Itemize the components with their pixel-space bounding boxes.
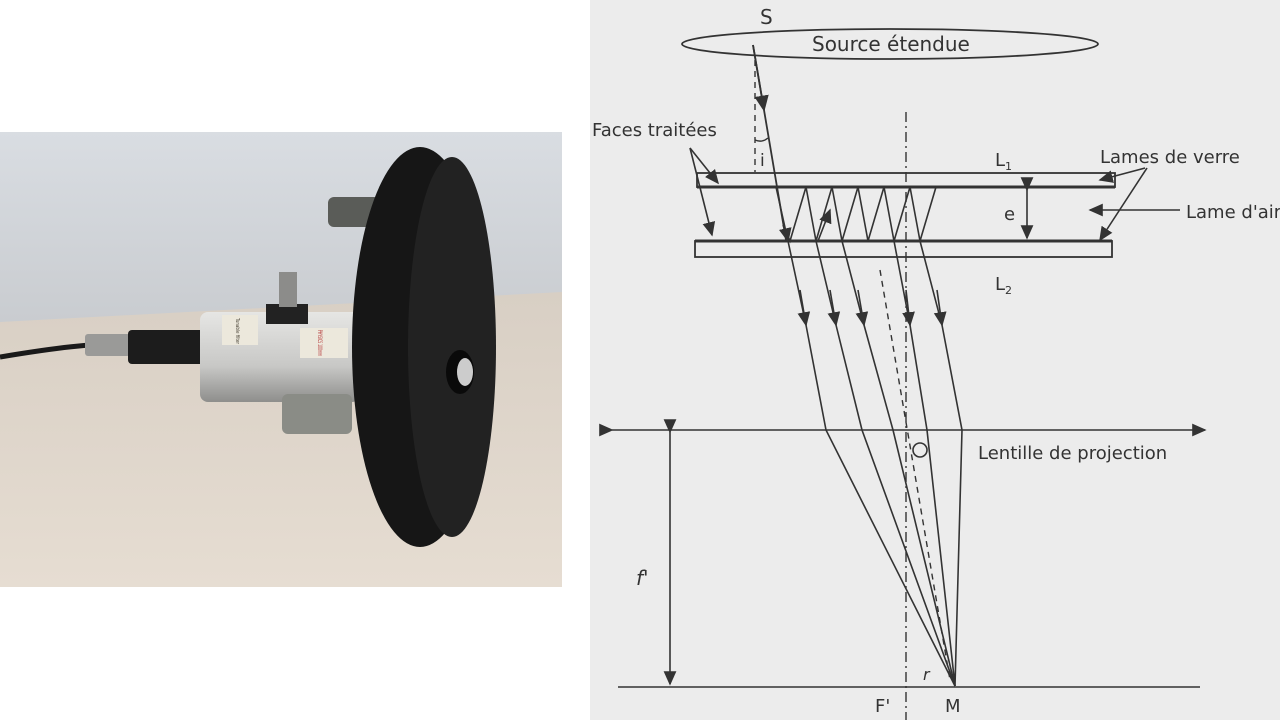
sticker-right-label: PHYSICS 100mm xyxy=(316,330,323,356)
plate1-label: L1 xyxy=(995,150,1012,173)
source-ellipse xyxy=(681,28,1099,60)
source-point-label: S xyxy=(760,5,773,29)
focal-length-label: f' xyxy=(636,566,649,590)
sticker-left xyxy=(222,315,258,345)
lens-label: Lentille de projection xyxy=(978,443,1167,464)
sticker-right xyxy=(300,328,348,358)
air-label: Lame d'air xyxy=(1186,202,1280,223)
point-m-label: M xyxy=(945,696,961,717)
fabry-perot-diagram: S Source étendue Faces traitées i L1 L2 … xyxy=(590,0,1280,720)
gap-label: e xyxy=(1004,204,1015,225)
radius-label: r xyxy=(923,665,931,684)
faces-label: Faces traitées xyxy=(592,120,717,141)
angle-i-label: i xyxy=(760,151,765,171)
fabry-perot-photo: Tunable filter PHYSICS 100mm xyxy=(0,132,562,587)
plate2-label: L2 xyxy=(995,274,1012,297)
source-label: Source étendue xyxy=(812,32,970,56)
focus-label: F' xyxy=(875,696,890,717)
glass-plate-l2 xyxy=(694,240,1113,258)
glass-label: Lames de verre xyxy=(1100,147,1240,168)
sticker-left-label: Tunable filter xyxy=(234,317,240,345)
